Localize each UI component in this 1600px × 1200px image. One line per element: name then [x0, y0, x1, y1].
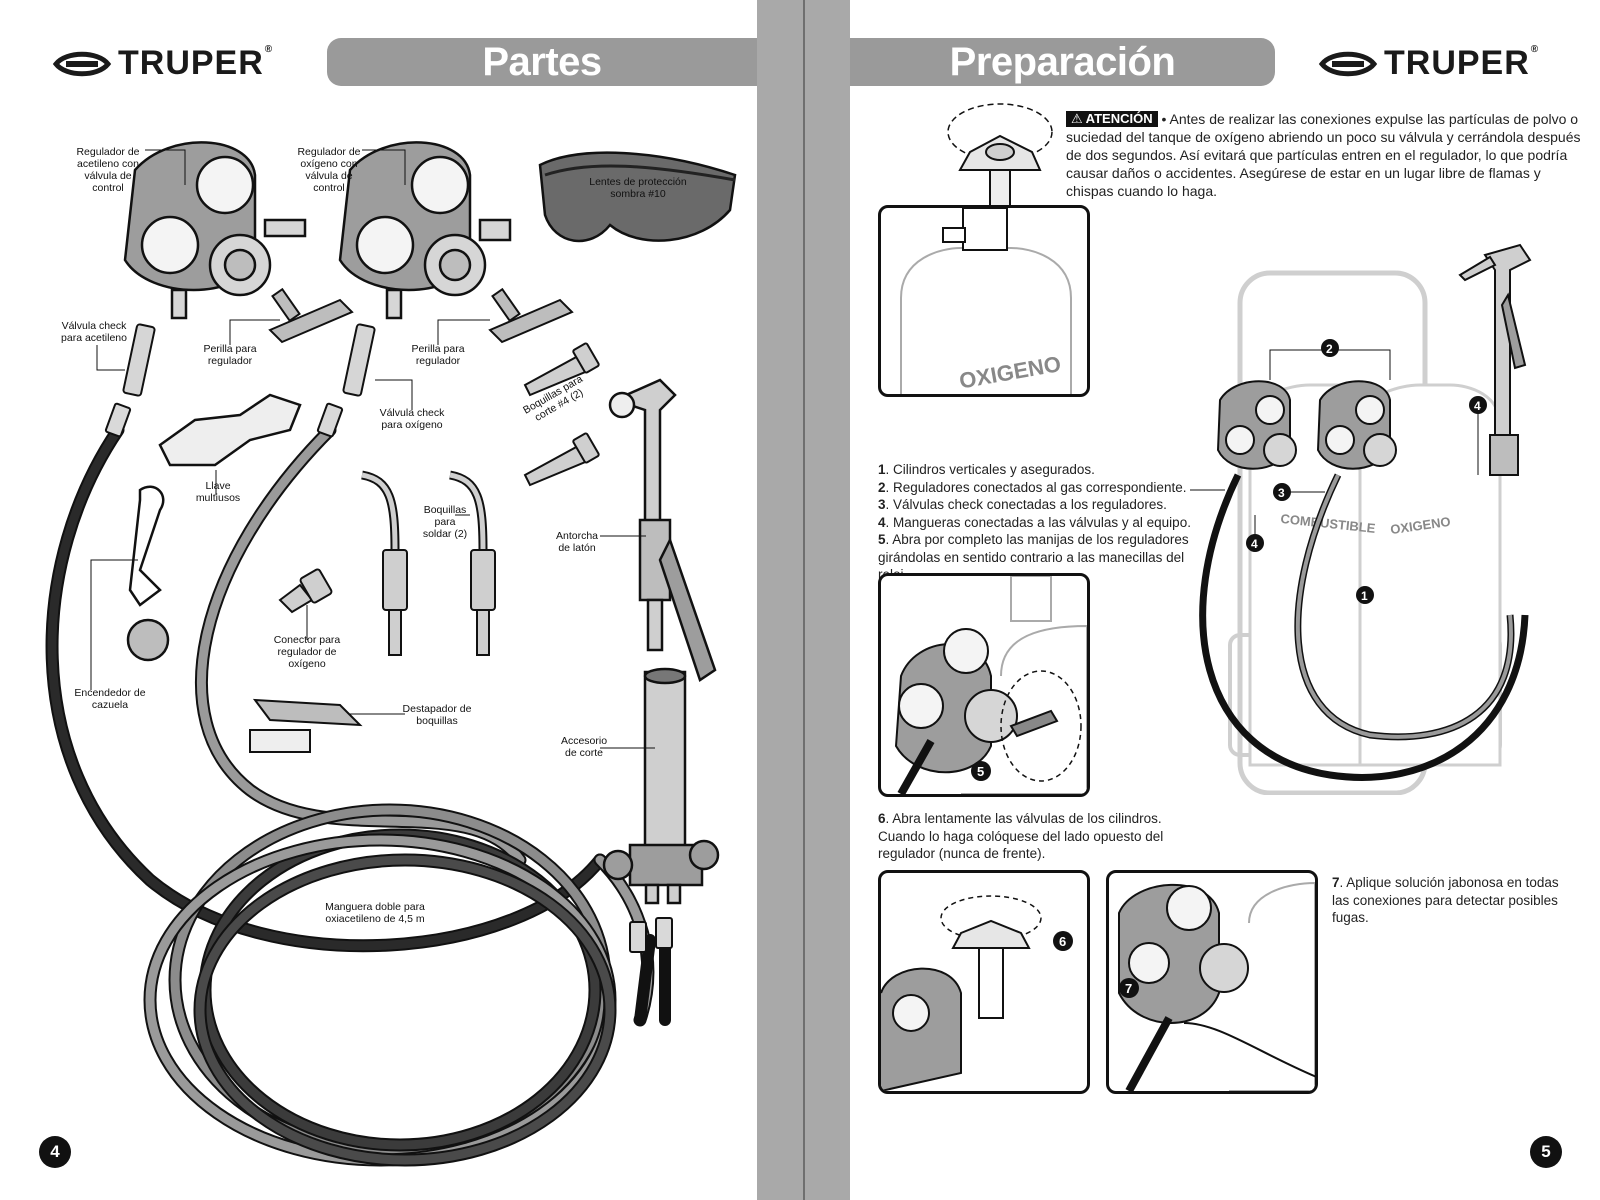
truper-logo-left: TRUPER®	[52, 44, 273, 83]
step-3: 3. Válvulas check conectadas a los regul…	[878, 497, 1167, 512]
svg-text:2: 2	[1326, 342, 1333, 356]
label-valvula-check-acetileno: Válvula check para acetileno	[61, 320, 127, 344]
parts-illustration	[45, 141, 737, 1167]
label-lentes: Lentes de protección sombra #10	[589, 176, 687, 200]
frame-step-7: 7	[1106, 870, 1318, 1094]
brand-name: TRUPER®	[1384, 44, 1540, 82]
marker-6: 6	[1059, 934, 1066, 949]
truper-logo-right: TRUPER®	[1318, 44, 1539, 83]
truper-emblem-icon	[52, 51, 112, 76]
step-2: 2. Reguladores conectados al gas corresp…	[878, 479, 1187, 495]
frame-oxygen-tank: OXIGENO	[878, 205, 1090, 397]
truper-emblem-icon	[1318, 51, 1378, 76]
label-valvula-check-oxigeno: Válvula check para oxígeno	[379, 407, 445, 431]
label-manguera: Manguera doble para oxiacetileno de 4,5 …	[325, 901, 425, 925]
label-conector: Conector para regulador de oxígeno	[273, 634, 341, 670]
page-number-right: 5	[1530, 1136, 1562, 1168]
attention-badge: ⚠ATENCIÓN	[1066, 111, 1158, 127]
brand-name: TRUPER®	[118, 44, 274, 82]
label-perilla-2: Perilla para regulador	[411, 343, 465, 367]
step-1: 1. Cilindros verticales y asegurados.	[878, 462, 1095, 477]
svg-text:3: 3	[1278, 486, 1285, 500]
left-page: TRUPER® Partes	[0, 0, 757, 1200]
label-encendedor: Encendedor de cazuela	[74, 687, 146, 711]
label-boquillas-soldar: Boquillas para soldar (2)	[422, 504, 468, 540]
step-4: 4. Mangueras conectadas a las válvulas y…	[878, 514, 1191, 530]
warning-triangle-icon: ⚠	[1071, 111, 1083, 126]
svg-text:4: 4	[1474, 399, 1481, 413]
step-6: 6. Abra lentamente las válvulas de los c…	[878, 811, 1164, 861]
book-spine	[757, 0, 850, 1200]
label-llave: Llave multiusos	[195, 480, 241, 504]
steps-list: 1. Cilindros verticales y asegurados. 2.…	[878, 461, 1196, 584]
assembly-illustration: COMBUSTIBLE OXIGENO	[1190, 243, 1532, 795]
step-5: 5. Abra por completo las manijas de los …	[878, 532, 1189, 582]
attention-notice: ⚠ATENCIÓN • Antes de realizar las conexi…	[1066, 110, 1586, 200]
valve-knob-illustration	[947, 103, 1053, 211]
label-accesorio: Accesorio de corte	[560, 735, 608, 759]
label-antorcha: Antorcha de latón	[555, 530, 599, 554]
attention-text: • Antes de realizar las conexiones expul…	[1066, 111, 1581, 199]
frame-step-6: 6	[878, 870, 1090, 1094]
marker-7: 7	[1125, 981, 1132, 996]
right-page: Preparación TRUPER® ⚠ATENCIÓN • Antes de…	[850, 0, 1600, 1200]
assembly-markers: 2 3 3 4 4 1	[1246, 339, 1487, 604]
page-number-left: 4	[39, 1136, 71, 1168]
page-title: Preparación	[850, 38, 1275, 86]
label-perilla-1: Perilla para regulador	[203, 343, 257, 367]
svg-text:1: 1	[1361, 589, 1368, 603]
frame-step-5: 5	[878, 573, 1090, 797]
svg-text:4: 4	[1251, 537, 1258, 551]
step-7: 7. Aplique solución jabonosa en todas la…	[1332, 875, 1559, 925]
label-regulador-acetileno: Regulador de acetileno con válvula de co…	[76, 146, 140, 194]
page-title: Partes	[327, 38, 757, 86]
label-destapador: Destapador de boquillas	[402, 703, 472, 727]
label-regulador-oxigeno: Regulador de oxígeno con válvula de cont…	[297, 146, 361, 194]
marker-5: 5	[977, 764, 984, 779]
